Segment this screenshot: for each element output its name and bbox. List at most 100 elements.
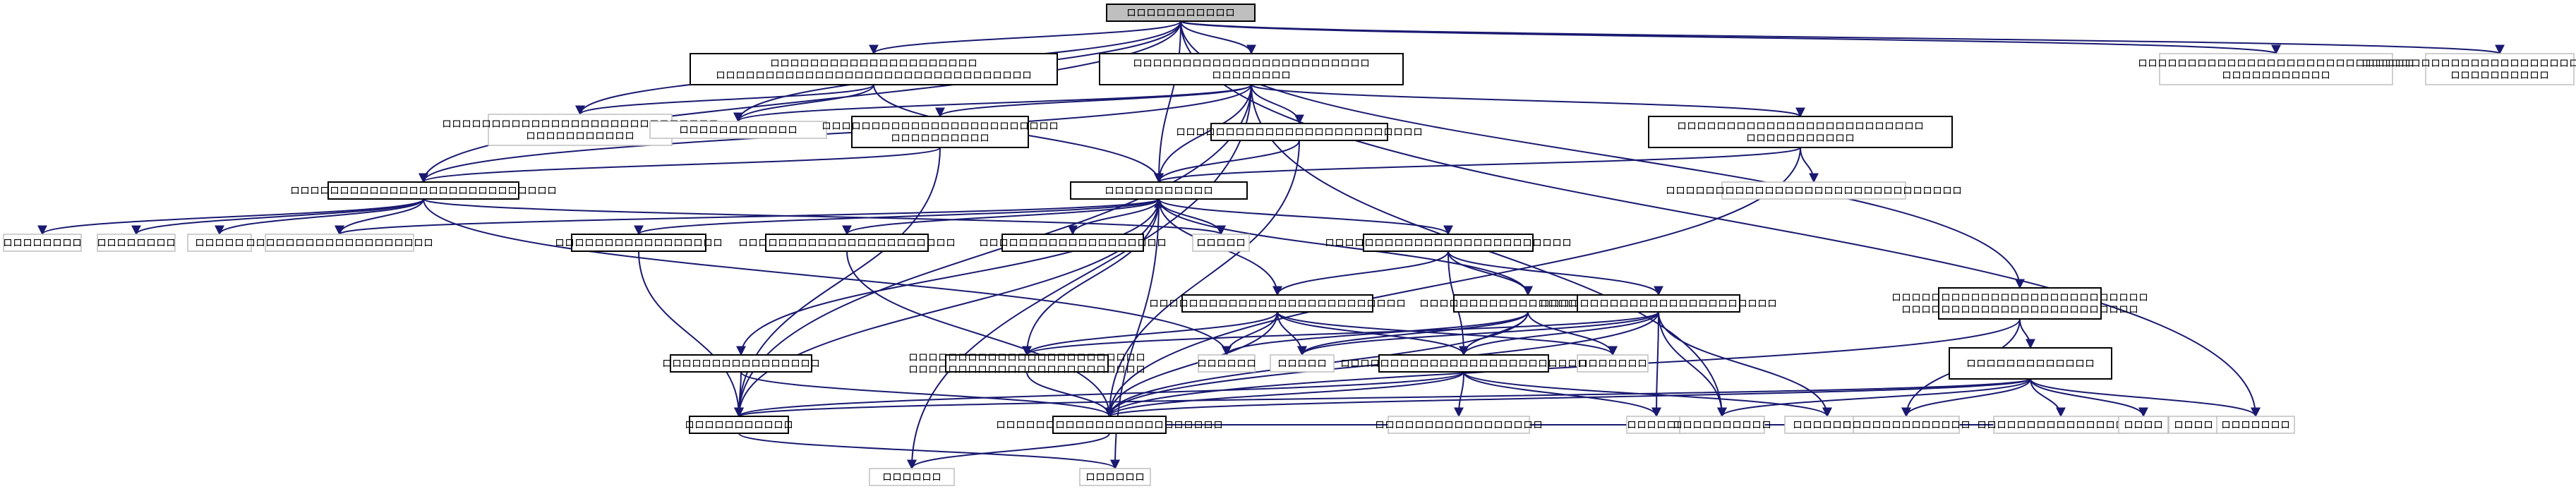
graph-node-e15[interactable]: ロロロロロロ	[1626, 416, 1687, 434]
graph-edge-n20-e21	[1717, 378, 2031, 418]
graph-edge-n20-e17	[1901, 378, 2031, 418]
node-box	[1679, 416, 1765, 434]
graph-node-n19[interactable]: ロロロロロロロロロロロ	[685, 416, 793, 434]
node-box	[945, 354, 1109, 373]
graph-edge-n7-n19	[638, 250, 744, 418]
graph-nodes: ロロロロロロロロロロロロロロロロロロロロロロロロロロロロロロロロロロロロロロロロ…	[3, 4, 2576, 486]
graph-node-n20[interactable]: ロロロロロロロロロロロロロ	[1949, 347, 2112, 380]
graph-node-n11[interactable]: ロロロロロロロロロロロロロロロロロロロロロロロロロロ	[1149, 294, 1406, 313]
graph-node-n9[interactable]: ロロロロロロロロロロロロロロロロロロロ	[979, 234, 1167, 252]
graph-edge-n3-e5	[1800, 147, 1819, 183]
graph-node-n15[interactable]: ロロロロロロロロロロロロロロロロロロロロロロロロロロロロロロロロロロロロロロロロ…	[1891, 287, 2148, 320]
graph-edge-root-e1	[1180, 20, 2281, 55]
graph-edge-n6-e6	[37, 198, 424, 236]
graph-node-e9[interactable]: ロロロロロロロロロロロロロロロロロロロ	[246, 234, 433, 252]
graph-node-n17[interactable]: ロロロロロロロロロロロロロロロロロロロロロロロロロ	[1340, 354, 1587, 373]
node-label: ロロロロロロ	[1627, 420, 1686, 431]
graph-node-n1[interactable]: ロロロロロロロロロロロロロロロロロロロロロロロロロロロロロロロロロロロロロロロロ…	[690, 53, 1058, 85]
graph-edge-n20-e19	[2030, 378, 2148, 418]
node-box	[1853, 416, 1960, 434]
node-label: ロロロロロロロロロロロロロロロロロロロロロロロロロロロロロロ	[1666, 186, 1962, 197]
graph-node-n14[interactable]: ロロロロロロロロロロロロロロロロロロロロロロロロロロロロロロロロロロロロロロロロ…	[908, 353, 1145, 376]
graph-node-e22[interactable]: ロロロロロロロ	[2216, 416, 2295, 434]
graph-node-n18[interactable]: ロロロロロロロロロロロロロロロロロロロロロロロ	[996, 416, 1223, 434]
node-label: ロロロロロロロロロロロロロロロロロロロロロロロロ	[1540, 298, 1777, 310]
graph-edge-root-n6	[419, 20, 1181, 183]
node-box	[1106, 4, 1256, 22]
node-box	[1210, 123, 1388, 141]
graph-edge-n2-n19	[734, 84, 1252, 418]
graph-edge-n2-n3	[1251, 84, 1805, 118]
graph-node-e21[interactable]: ロロロロロロロロロロ	[1673, 416, 1771, 434]
node-box	[689, 416, 789, 434]
graph-node-e20[interactable]: ロロロロ	[2168, 416, 2219, 434]
graph-node-n5[interactable]: ロロロロロロロロロロロロロロロロロロロロロロロロロ	[1176, 123, 1423, 141]
node-label: ロロロロロロロ	[2221, 420, 2290, 431]
graph-edge-n17-e15	[1463, 371, 1661, 418]
graph-node-n10[interactable]: ロロロロロロロロロロロロロロロロロロロロロロロロロ	[1325, 234, 1572, 252]
node-label: ロロロロロロロロ	[97, 238, 176, 249]
graph-edge-n3-hub	[1154, 147, 1801, 183]
node-box	[1938, 287, 2102, 320]
graph-edge-n6-e7	[131, 198, 424, 236]
graph-edge-n2-n5	[1251, 84, 1304, 125]
graph-node-e10[interactable]: ロロロロロ	[1192, 234, 1250, 252]
graph-node-e23[interactable]: ロロロロロロ	[869, 468, 955, 486]
graph-node-n16[interactable]: ロロロロロロロロロロロロロロロロ	[662, 354, 820, 373]
graph-node-e17[interactable]: ロロロロロロロロロロロロロ	[1842, 416, 1970, 434]
graph-node-e5[interactable]: ロロロロロロロロロロロロロロロロロロロロロロロロロロロロロロ	[1666, 181, 1962, 200]
graph-edge-n2-e23	[907, 84, 1252, 470]
node-box	[649, 121, 827, 139]
node-label: ロロロロロロロロロロロロロロロロロ	[1977, 420, 2145, 431]
node-box	[3, 234, 82, 252]
node-label: ロロロロロロロロロロロロロロロロロロロロロロロロ	[1901, 305, 2138, 316]
graph-edge-n6-e11	[423, 198, 1232, 356]
graph-node-e19[interactable]: ロロロロ	[2118, 416, 2169, 434]
graph-edge-n17-n19	[734, 371, 1464, 418]
graph-node-e6[interactable]: ロロロロロロロロ	[3, 234, 82, 252]
graph-node-e7[interactable]: ロロロロロロロロ	[97, 234, 176, 252]
node-box	[1181, 294, 1373, 313]
graph-node-e11[interactable]: ロロロロロロ	[1197, 354, 1256, 373]
graph-node-n6[interactable]: ロロロロロロロロロロロロロロロロロロロロロロロロロロロ	[290, 181, 557, 200]
graph-node-n8[interactable]: ロロロロロロロロロロロロロロロロロロロロロロ	[738, 234, 956, 252]
graph-edge-n11-e13	[1277, 311, 1618, 356]
graph-edge-n10-n12	[1448, 250, 1533, 296]
node-label: ロロロロロロロロロロロロロロロロロロロロロ	[770, 59, 977, 70]
node-box	[327, 181, 519, 200]
graph-node-e24[interactable]: ロロロロロロ	[1079, 468, 1151, 486]
node-box	[265, 234, 414, 252]
graph-node-e13[interactable]: ロロロロロロロ	[1577, 354, 1649, 373]
node-label: ロロロロロロ	[882, 472, 941, 483]
graph-node-n13[interactable]: ロロロロロロロロロロロロロロロロロロロロロロロロ	[1540, 294, 1777, 313]
graph-node-e14[interactable]: ロロロロロロロロロロロロロロロロロ	[1375, 416, 1543, 434]
graph-node-n2[interactable]: ロロロロロロロロロロロロロロロロロロロロロロロロロロロロロロロロ	[1099, 53, 1404, 85]
node-label: ロロロロロ	[195, 238, 244, 249]
graph-edge-hub-e9	[335, 198, 1160, 236]
graph-node-e4[interactable]: ロロロロロロロロロロロロ	[649, 121, 827, 139]
graph-edge-n13-n14	[1022, 311, 1659, 356]
graph-node-e18[interactable]: ロロロロロロロロロロロロロロロロロ	[1977, 416, 2145, 434]
node-box	[1721, 181, 1906, 200]
node-label: ロロロロロロロロロロロロロロロロロロロロロロロロロ	[1176, 127, 1423, 138]
graph-edge-n20-e22	[2030, 378, 2261, 418]
graph-node-e8[interactable]: ロロロロロ	[187, 234, 252, 252]
graph-edge-n14-hub	[1026, 198, 1164, 356]
graph-edge-n17-n18	[1105, 371, 1464, 418]
graph-node-root[interactable]: ロロロロロロロロロロロ	[1106, 4, 1256, 22]
graph-node-hub[interactable]: ロロロロロロロロロロロ	[1070, 181, 1248, 200]
node-box	[2425, 53, 2575, 85]
graph-edge-n18-e23	[907, 433, 1110, 470]
graph-edge-n10-n11	[1272, 250, 1449, 296]
graph-edge-n10-n13	[1448, 250, 1663, 296]
graph-edge-n2-n4	[935, 84, 1252, 118]
node-label: ロロロロロロロロロロロロロロロロロ	[1375, 420, 1543, 431]
node-box	[1270, 354, 1335, 373]
graph-node-n7[interactable]: ロロロロロロロロロロロロロロロロロ	[555, 234, 723, 252]
graph-node-e12[interactable]: ロロロロロ	[1270, 354, 1335, 373]
